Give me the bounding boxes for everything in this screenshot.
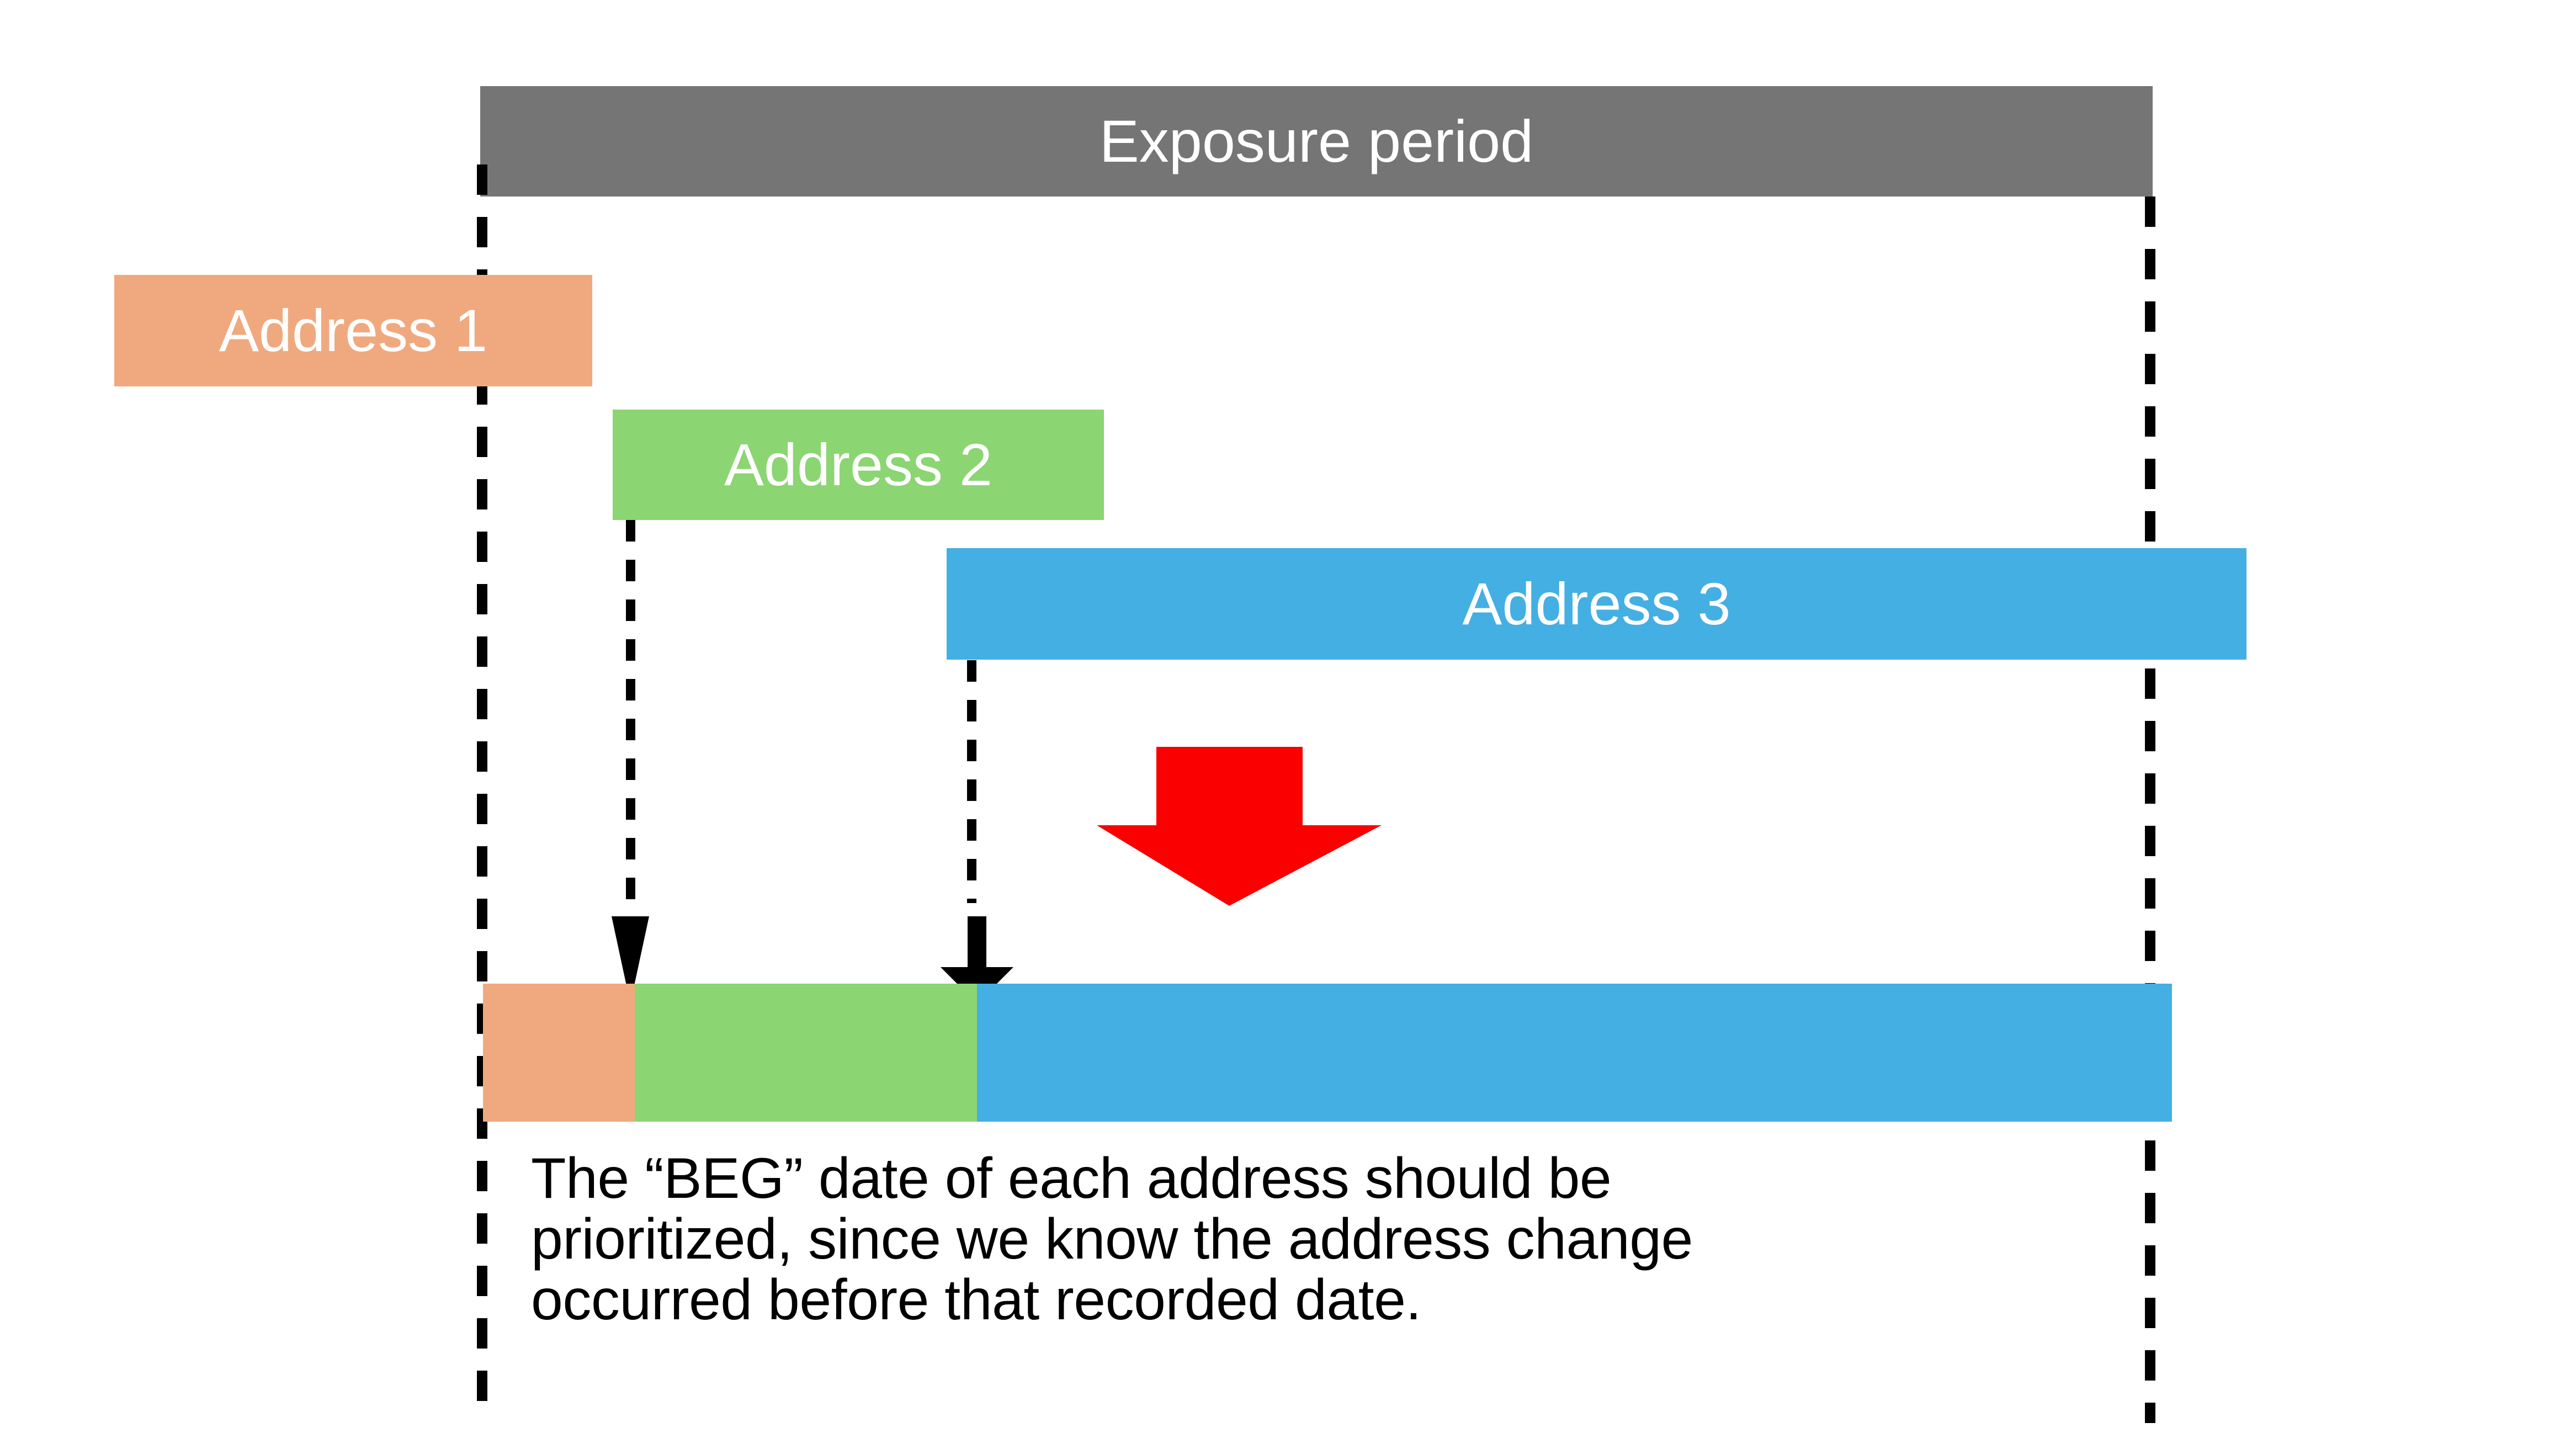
address-3-box: Address 3 (947, 548, 2246, 660)
exposure-end-dashed-line (2145, 197, 2155, 1423)
red-down-arrow-icon (1097, 747, 1382, 906)
address-1-box: Address 1 (114, 275, 592, 386)
exposure-period-bar: Exposure period (480, 86, 2153, 197)
address-1-label: Address 1 (219, 297, 488, 364)
caption-line-1: The “BEG” date of each address should be (531, 1147, 1612, 1211)
timeline-segment-address-2 (635, 984, 977, 1122)
caption-line-3: occurred before that recorded date. (531, 1268, 1421, 1333)
address-2-box: Address 2 (613, 410, 1104, 520)
address-3-start-dashed-line (967, 660, 976, 903)
address-2-label: Address 2 (724, 431, 993, 498)
address-3-down-arrow-icon (941, 916, 1013, 1004)
resolved-address-timeline-bar (483, 984, 2172, 1122)
caption-text: The “BEG” date of each address should be… (531, 1148, 2132, 1331)
address-2-down-arrow-icon (612, 916, 649, 1004)
address-3-label: Address 3 (1462, 570, 1731, 637)
exposure-period-label: Exposure period (1099, 108, 1534, 174)
caption-line-2: prioritized, since we know the address c… (531, 1207, 1693, 1272)
timeline-segment-address-1 (483, 984, 635, 1122)
timeline-segment-address-3 (977, 984, 2172, 1122)
address-2-start-dashed-line (626, 520, 635, 901)
